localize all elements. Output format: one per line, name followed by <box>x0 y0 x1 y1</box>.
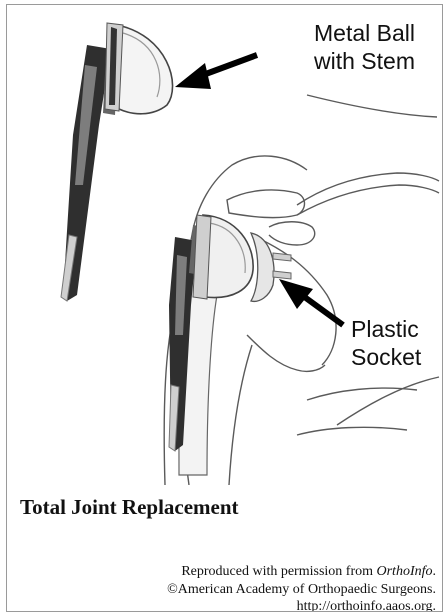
chest-outline <box>337 377 439 425</box>
acromion <box>227 190 305 218</box>
credit-text: Reproduced with permission from OrthoInf… <box>167 563 436 612</box>
metal-ball-label-line1: Metal Ball <box>265 19 415 47</box>
coracoid <box>269 222 315 245</box>
credit-line-3: http://orthoinfo.aaos.org. <box>167 598 436 612</box>
caption-title: Total Joint Replacement <box>20 495 239 520</box>
plastic-socket-label-line2: Socket <box>351 343 441 371</box>
credit-line-2: ©American Academy of Orthopaedic Surgeon… <box>167 581 436 599</box>
metal-ball-label: Metal Ball with Stem <box>265 19 415 75</box>
plastic-socket-label-line1: Plastic <box>351 315 441 343</box>
implanted-prosthesis <box>169 215 291 475</box>
neck-outline <box>307 95 437 117</box>
metal-ball-label-line2: with Stem <box>265 47 415 75</box>
metal-ball-with-stem-implant <box>61 23 173 301</box>
metal-ball-arrow <box>203 55 257 75</box>
credit-source: OrthoInfo <box>377 564 433 579</box>
credit-suffix: . <box>433 564 437 579</box>
figure-frame: Metal Ball with Stem Plastic Socket Tota… <box>6 4 443 612</box>
shoulder-replacement-illustration <box>7 5 443 485</box>
plastic-socket <box>251 233 274 301</box>
credit-line-1: Reproduced with permission from OrthoInf… <box>167 563 436 581</box>
arm-outline-inner <box>229 345 252 485</box>
credit-prefix: Reproduced with permission from <box>181 564 376 579</box>
plastic-socket-label: Plastic Socket <box>351 315 441 371</box>
